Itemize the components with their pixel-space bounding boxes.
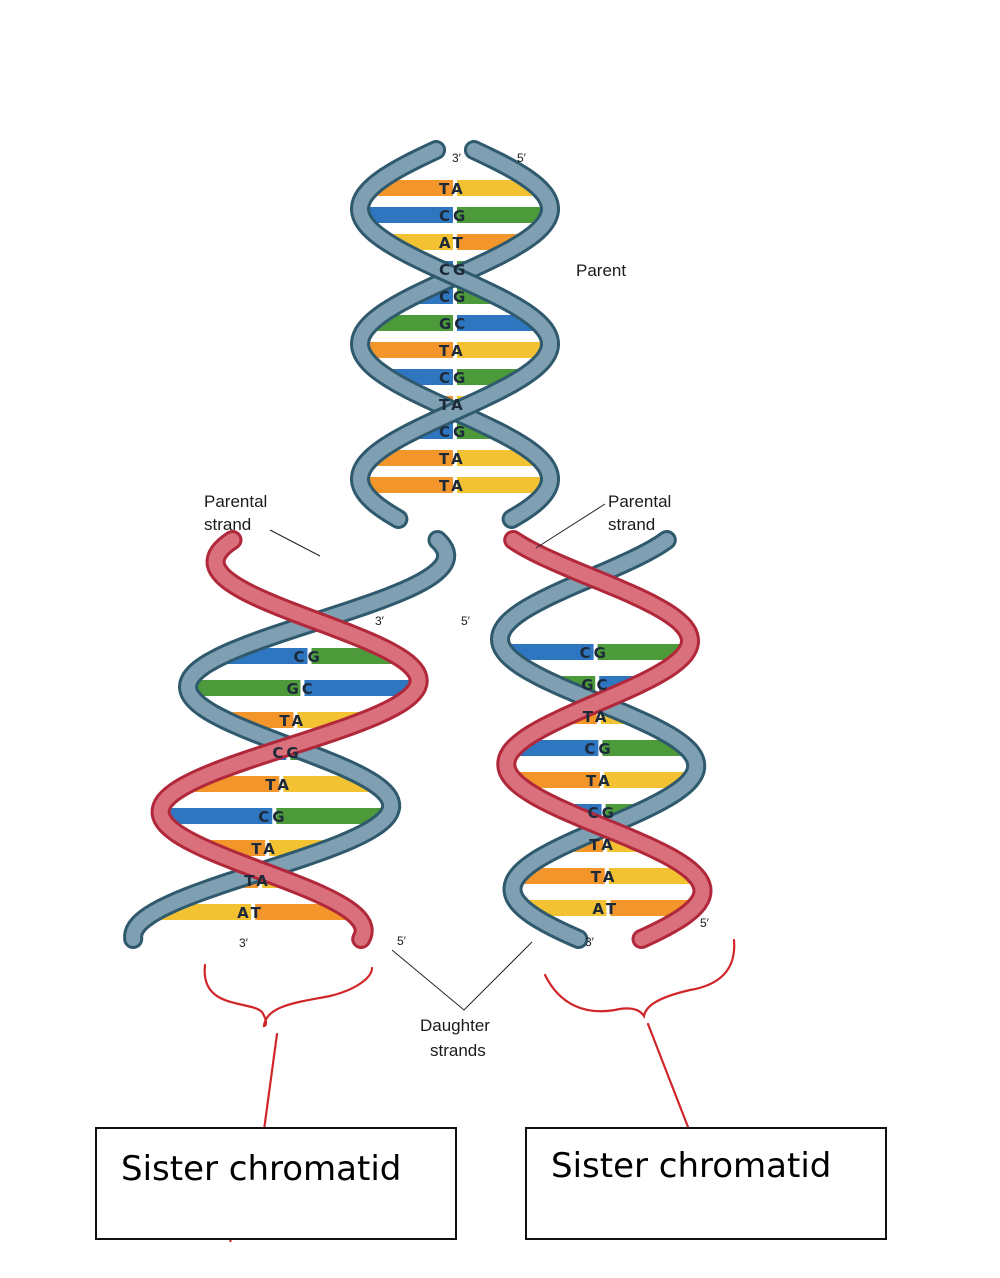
daughter-strands-leader <box>391 941 533 1011</box>
right-daughter-base-pair <box>504 644 687 660</box>
parental-strand-right-label-line1: Parental <box>608 492 671 511</box>
parent-base-letters: CG <box>439 261 468 279</box>
right-daughter-base-letters: CG <box>580 644 609 662</box>
daughter-strands-label-line2: strands <box>430 1041 486 1060</box>
end-top-left: 3′ <box>452 151 462 165</box>
parent-base-pair <box>360 342 550 358</box>
parent-base-pair <box>360 477 550 493</box>
sister-chromatid-box-right: Sister chromatid <box>525 1127 887 1240</box>
parent-base-letters: TA <box>439 396 466 414</box>
daughter-strands-label-line1: Daughter <box>420 1016 490 1035</box>
right-daughter-base-letters: GC <box>581 676 610 694</box>
end-bottom-3: 3′ <box>585 935 595 949</box>
right-daughter-base-letters: TA <box>591 868 618 886</box>
left-daughter-base-letters: AT <box>237 904 264 922</box>
left-daughter-base-letters: TA <box>251 840 278 858</box>
right-daughter-base-pair <box>517 868 697 884</box>
left-chromatid-brace <box>203 963 374 1028</box>
parent-base-letters: AT <box>439 234 466 252</box>
parent-base-letters: CG <box>439 369 468 387</box>
parent-base-letters: CG <box>439 288 468 306</box>
left-daughter-base-letters: TA <box>279 712 306 730</box>
right-daughter-base-letters: TA <box>586 772 613 790</box>
right-daughter-base-letters: CG <box>588 804 617 822</box>
end-mid-right: 5′ <box>461 614 471 628</box>
parent-base-letters: TA <box>439 477 466 495</box>
helix-backbones <box>123 140 713 949</box>
parent-base-letters: CG <box>439 207 468 225</box>
sister-chromatid-box-left: Sister chromatid <box>95 1127 457 1240</box>
right-daughter-base-letters: CG <box>584 740 613 758</box>
left-daughter-base-letters: CG <box>293 648 322 666</box>
right-chromatid-brace <box>543 938 736 1019</box>
left-strand-B <box>150 530 429 949</box>
parent-label: Parent <box>576 261 626 280</box>
end-bottom-2: 5′ <box>397 934 407 948</box>
base-letters: TA CG AT CG CG GC TA CG TA CG TA TA CG GC TA CG TA CG TA TA… <box>237 180 619 922</box>
sister-chromatid-label-left: Sister chromatid <box>121 1149 402 1189</box>
parental-strand-right-leader <box>535 503 606 549</box>
sister-chromatid-label-right: Sister chromatid <box>551 1146 832 1186</box>
right-daughter-base-pair <box>513 772 691 788</box>
left-chromatid-pointer <box>262 1032 279 1132</box>
end-bottom-4: 5′ <box>700 916 710 930</box>
right-chromatid-pointer <box>646 1022 690 1129</box>
left-daughter-base-pair <box>161 808 388 824</box>
parental-strand-right-label-line2: strand <box>608 515 655 534</box>
left-daughter-base-letters: CG <box>272 744 301 762</box>
end-bottom-1: 3′ <box>239 936 249 950</box>
parent-base-letters: TA <box>439 342 466 360</box>
right-strand-A <box>489 530 707 949</box>
parent-strand-B <box>349 140 561 529</box>
left-daughter-base-letters: TA <box>244 872 271 890</box>
left-daughter-base-letters: CG <box>258 808 287 826</box>
parent-strand-A <box>349 140 561 529</box>
parent-base-pair <box>360 207 550 223</box>
parental-strand-left-label-line2: strand <box>204 515 251 534</box>
parent-base-letters: TA <box>439 450 466 468</box>
end-top-right: 5′ <box>517 151 527 165</box>
end-mid-left: 3′ <box>375 614 385 628</box>
right-daughter-base-letters: TA <box>589 836 616 854</box>
left-daughter-base-letters: TA <box>265 776 292 794</box>
right-strand-B <box>496 530 713 949</box>
parent-base-letters: GC <box>439 315 468 333</box>
parent-base-letters: TA <box>439 180 466 198</box>
right-daughter-base-letters: TA <box>583 708 610 726</box>
left-daughter-base-letters: GC <box>286 680 315 698</box>
parent-base-letters: CG <box>439 423 468 441</box>
parental-strand-left-leader <box>269 529 321 557</box>
right-daughter-base-letters: AT <box>592 900 619 918</box>
left-daughter-base-pair <box>188 680 417 696</box>
parental-strand-left-label-line1: Parental <box>204 492 267 511</box>
